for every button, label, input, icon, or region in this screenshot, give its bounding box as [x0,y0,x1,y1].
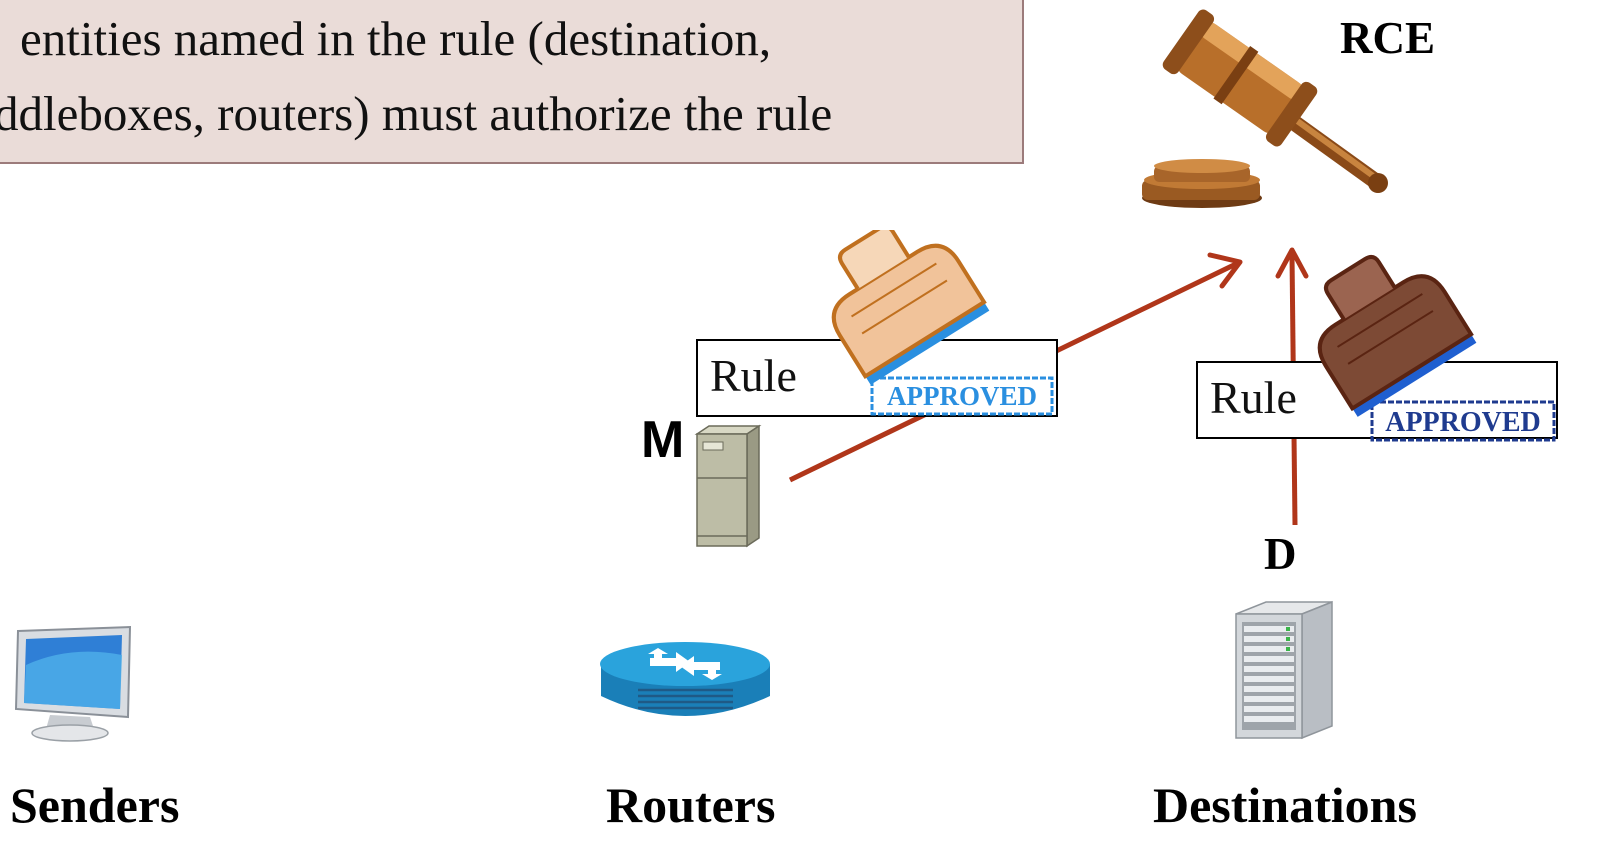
senders-label: Senders [10,777,180,833]
callout-line-2: ddleboxes, routers) must authorize the r… [0,86,833,141]
server-tower-icon [694,424,762,548]
callout-line-1: entities named in the rule (destination, [20,11,772,66]
rubber-stamp-dark-icon [1317,254,1477,417]
destination-label: D [1264,529,1297,579]
middlebox-label: M [641,411,685,469]
arrowhead-m-to-rce [1207,252,1243,289]
approved-stamp-mark-dark: APPROVED [1370,400,1556,442]
approved-text-light: APPROVED [887,381,1037,411]
callout-box: entities named in the rule (destination,… [0,0,1024,164]
rubber-stamp-icon [831,230,990,385]
arrowhead-d-to-rce [1275,247,1309,279]
rule-label-destination: Rule [1210,372,1297,423]
approved-stamp-mark-light: APPROVED [870,376,1054,416]
monitor-icon [14,625,132,742]
gavel-icon [1142,9,1388,208]
rce-label: RCE [1340,13,1436,63]
rack-server-icon [1235,600,1333,740]
router-icon [600,642,770,716]
rule-label-middlebox: Rule [710,350,797,401]
approved-text-dark: APPROVED [1385,407,1541,438]
destinations-label: Destinations [1153,777,1417,833]
routers-label: Routers [606,777,776,833]
